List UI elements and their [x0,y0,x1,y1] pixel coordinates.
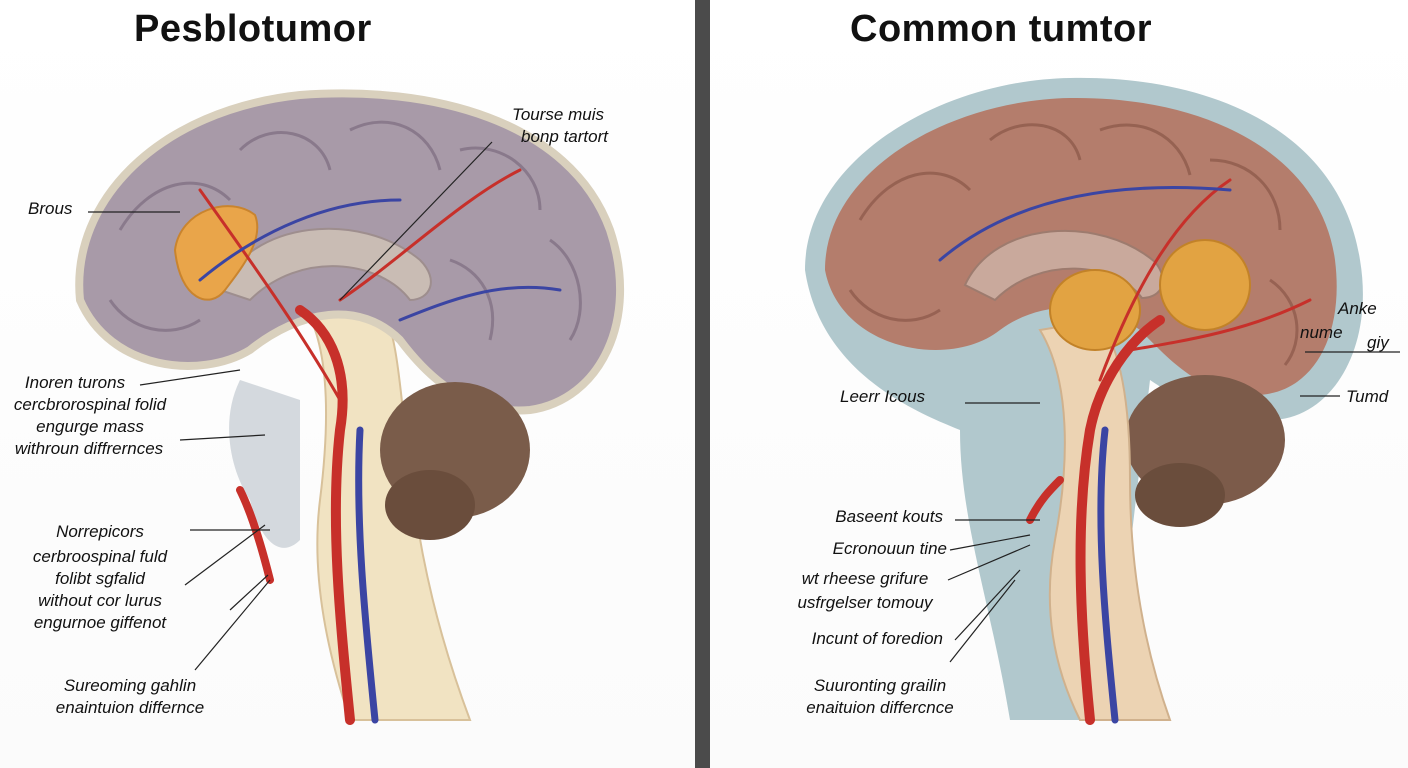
label-brous: Brous [28,199,73,218]
left-leader-lines [88,141,493,671]
label-group1-line3: engurge mass [36,417,144,436]
label-bottom-line1: Sureoming gahlin [63,676,197,695]
right-vessels [938,178,1312,725]
right-tumor-2 [1159,239,1251,331]
label-group1-line4: withroun diffrernces [14,439,164,458]
left-panel: Pesblotumor Tourse muis bonp tartort Bro… [0,0,695,768]
label-wt-line2: usfrgelser tomouy [797,593,933,612]
label-group2-line3: folibt sgfalid [55,569,145,588]
right-panel: Common tumtor Anke nume giy Tumd Leerr I… [710,0,1408,768]
left-tumor [173,205,259,301]
label-wt-line1: wt rheese grifure [801,569,929,588]
label-group1-line2: cercbrorospinal folid [13,395,167,414]
left-brain-illustration [75,89,624,725]
label-group2-line1: Norrepicors [56,522,144,541]
left-vessels [198,168,562,725]
label-leerr-icous: Leerr Icous [840,387,926,406]
left-title: Pesblotumor [134,8,372,50]
label-giy: giy [1367,333,1389,352]
label-tumd: Tumd [1346,387,1389,406]
label-group2-line5: engurnoe giffenot [33,613,167,632]
label-group1-line1: Inoren turons [24,373,126,392]
right-tumor-1 [1049,269,1141,351]
left-gyri [108,120,582,341]
label-incunt: Incunt of foredion [811,629,943,648]
label-nume: nume [1300,323,1343,342]
panel-divider [695,0,710,768]
right-brainstem [1038,318,1172,721]
label-group2-line2: cerbroospinal fuld [32,547,168,566]
label-right-bottom-line1: Suuronting grailin [813,676,947,695]
right-gyri [848,123,1299,366]
label-group2-line4: without cor lurus [38,591,162,610]
left-corpus-callosum [218,227,432,302]
label-anke: Anke [1338,299,1377,318]
label-bonp-tartort: bonp tartort [521,127,608,146]
right-title: Common tumtor [850,8,1153,50]
label-right-bottom-line2: enaituion differcnce [806,698,954,717]
right-brain-illustration [805,77,1400,725]
label-bottom-line2: enaintuion differnce [55,698,205,717]
right-leader-lines [947,351,1400,663]
left-skull-base [229,380,300,548]
label-tourse-muis: Tourse muis [512,105,604,124]
label-ecronouun-tine: Ecronouun tine [832,539,947,558]
label-baseent-kouts: Baseent kouts [835,507,943,526]
